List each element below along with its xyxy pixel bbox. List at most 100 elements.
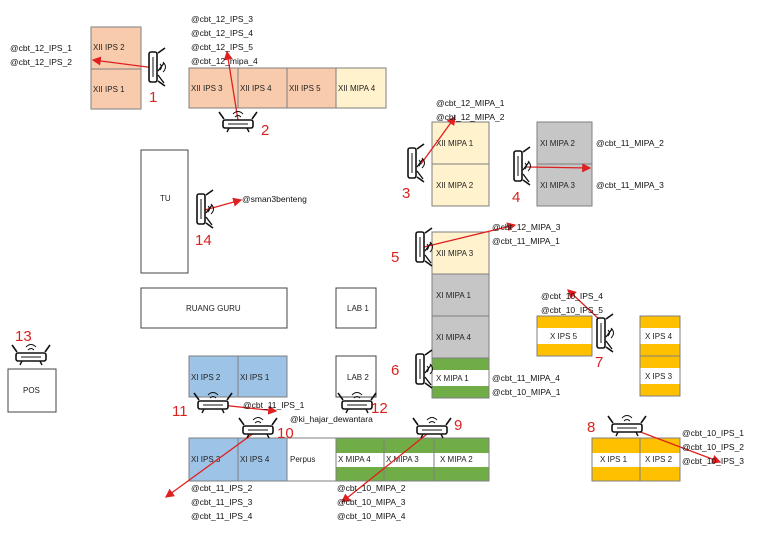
svg-text:POS: POS bbox=[23, 386, 40, 395]
ssid-label: @sman3benteng bbox=[242, 194, 307, 204]
ssid-label: @cbt_10_MIPA_4 bbox=[337, 511, 406, 521]
ssid-label: @cbt_11_IPS_4 bbox=[191, 511, 253, 521]
ssid-label: @cbt_12_IPS_1 bbox=[10, 43, 72, 53]
svg-text:XII IPS 5: XII IPS 5 bbox=[289, 84, 321, 93]
link-arrow-1 bbox=[91, 56, 156, 69]
room-x-ips-3: X IPS 3 bbox=[639, 355, 681, 397]
svg-text:X IPS 1: X IPS 1 bbox=[600, 455, 628, 464]
room-x-mipa-1: X MIPA 1 bbox=[431, 357, 490, 399]
ap-number-2: 2 bbox=[261, 122, 269, 139]
ap-number-4: 4 bbox=[512, 189, 520, 206]
svg-text:X MIPA 4: X MIPA 4 bbox=[338, 455, 371, 464]
room-ruang-guru: RUANG GURU bbox=[140, 287, 288, 329]
room-perpus: Perpus bbox=[286, 437, 337, 482]
router-9-icon bbox=[412, 416, 452, 439]
ap-number-14: 14 bbox=[195, 232, 212, 249]
room-x-mipa-3: X MIPA 3 bbox=[383, 437, 435, 482]
ssid-label: @cbt_11_IPS_1 bbox=[243, 400, 305, 410]
room-xi-mipa-4: XI MIPA 4 bbox=[431, 315, 490, 359]
link-arrow-5 bbox=[423, 222, 517, 248]
router-1-icon bbox=[148, 47, 167, 87]
room-xi-ips-1: XI IPS 1 bbox=[237, 355, 288, 398]
svg-text:XI IPS 1: XI IPS 1 bbox=[240, 373, 270, 382]
ssid-label: @cbt_10_IPS_1 bbox=[682, 428, 744, 438]
svg-text:X IPS 4: X IPS 4 bbox=[645, 332, 673, 341]
svg-text:XII MIPA 1: XII MIPA 1 bbox=[436, 139, 474, 148]
ssid-label: @cbt_10_IPS_3 bbox=[682, 456, 744, 466]
ap-number-11: 11 bbox=[172, 403, 188, 420]
ssid-label: @cbt_12_IPS_4 bbox=[191, 28, 253, 38]
svg-text:X IPS 3: X IPS 3 bbox=[645, 372, 673, 381]
router-13-icon bbox=[11, 343, 51, 366]
ap-number-1: 1 bbox=[149, 89, 157, 106]
svg-text:Perpus: Perpus bbox=[290, 455, 315, 464]
router-5-icon bbox=[415, 227, 434, 267]
room-lab-2: LAB 2 bbox=[335, 355, 377, 398]
svg-text:XII IPS 2: XII IPS 2 bbox=[93, 43, 125, 52]
ap-number-6: 6 bbox=[391, 362, 399, 379]
link-arrow-10 bbox=[164, 429, 259, 498]
svg-text:XII IPS 3: XII IPS 3 bbox=[191, 84, 223, 93]
ap-number-9: 9 bbox=[454, 417, 462, 434]
ap-number-10: 10 bbox=[277, 425, 294, 442]
svg-text:XI IPS 4: XI IPS 4 bbox=[240, 455, 270, 464]
router-6-icon bbox=[415, 349, 434, 389]
room-xi-mipa-3: XI MIPA 3 bbox=[536, 163, 593, 207]
room-x-ips-2: X IPS 2 bbox=[639, 437, 681, 482]
link-arrow-8 bbox=[629, 427, 722, 464]
svg-text:XII MIPA 3: XII MIPA 3 bbox=[436, 249, 474, 258]
room-tu: TU bbox=[140, 149, 189, 274]
ssid-label: @cbt_11_MIPA_3 bbox=[596, 180, 664, 190]
link-arrow-9 bbox=[340, 429, 433, 503]
router-2-icon bbox=[218, 110, 258, 133]
room-xi-mipa-1: XI MIPA 1 bbox=[431, 273, 490, 317]
ssid-label: @cbt_12_IPS_2 bbox=[10, 57, 72, 67]
room-xii-mipa-4: XII MIPA 4 bbox=[335, 67, 387, 109]
ssid-label: @cbt_11_IPS_3 bbox=[191, 497, 253, 507]
room-xii-mipa-1: XII MIPA 1 bbox=[431, 121, 490, 165]
svg-text:XI IPS 3: XI IPS 3 bbox=[191, 455, 221, 464]
link-arrow-4 bbox=[526, 163, 592, 173]
ssid-label: @cbt_10_MIPA_3 bbox=[337, 497, 406, 507]
ap-number-7: 7 bbox=[595, 354, 603, 371]
svg-text:X MIPA 1: X MIPA 1 bbox=[436, 374, 469, 383]
svg-text:TU: TU bbox=[160, 194, 171, 203]
ap-number-8: 8 bbox=[587, 419, 595, 436]
ssid-label: @cbt_12_MIPA_2 bbox=[436, 112, 505, 122]
ssid-label: @cbt_12_mipa_4 bbox=[191, 56, 258, 66]
router-8-icon bbox=[607, 414, 647, 437]
ssid-label: @cbt_11_MIPA_2 bbox=[596, 138, 664, 148]
link-arrow-3 bbox=[420, 115, 456, 165]
ap-number-3: 3 bbox=[402, 185, 410, 202]
svg-text:XI MIPA 3: XI MIPA 3 bbox=[540, 181, 576, 190]
ap-number-5: 5 bbox=[391, 249, 399, 266]
link-arrow-7 bbox=[567, 289, 601, 321]
router-4-icon bbox=[513, 146, 532, 186]
room-xi-ips-4: XI IPS 4 bbox=[237, 437, 288, 482]
ssid-label: @cbt_12_IPS_3 bbox=[191, 14, 253, 24]
ap-number-13: 13 bbox=[15, 328, 32, 345]
svg-text:XI MIPA 2: XI MIPA 2 bbox=[540, 139, 576, 148]
svg-text:X MIPA 2: X MIPA 2 bbox=[440, 455, 473, 464]
svg-text:XI MIPA 1: XI MIPA 1 bbox=[436, 291, 472, 300]
ssid-label: @cbt_10_IPS_2 bbox=[682, 442, 744, 452]
router-7-icon bbox=[596, 313, 615, 353]
svg-text:LAB 1: LAB 1 bbox=[347, 304, 369, 313]
ap-number-12: 12 bbox=[371, 400, 388, 417]
link-arrow-14 bbox=[204, 197, 243, 211]
room-xii-mipa-2: XII MIPA 2 bbox=[431, 163, 490, 207]
svg-text:X MIPA 3: X MIPA 3 bbox=[386, 455, 419, 464]
svg-text:XII IPS 4: XII IPS 4 bbox=[240, 84, 272, 93]
ssid-label: @cbt_10_IPS_4 bbox=[541, 291, 603, 301]
svg-text:RUANG GURU: RUANG GURU bbox=[186, 304, 241, 313]
ssid-label: @cbt_10_MIPA_2 bbox=[337, 483, 406, 493]
room-xi-ips-2: XI IPS 2 bbox=[188, 355, 239, 398]
room-pos: POS bbox=[7, 368, 57, 413]
svg-text:X IPS 5: X IPS 5 bbox=[550, 332, 578, 341]
ssid-label: @cbt_12_MIPA_3 bbox=[492, 222, 561, 232]
room-xii-ips-1: XII IPS 1 bbox=[90, 68, 142, 110]
link-arrow-2 bbox=[223, 50, 239, 121]
room-x-ips-4: X IPS 4 bbox=[639, 315, 681, 357]
svg-text:LAB 2: LAB 2 bbox=[347, 373, 369, 382]
